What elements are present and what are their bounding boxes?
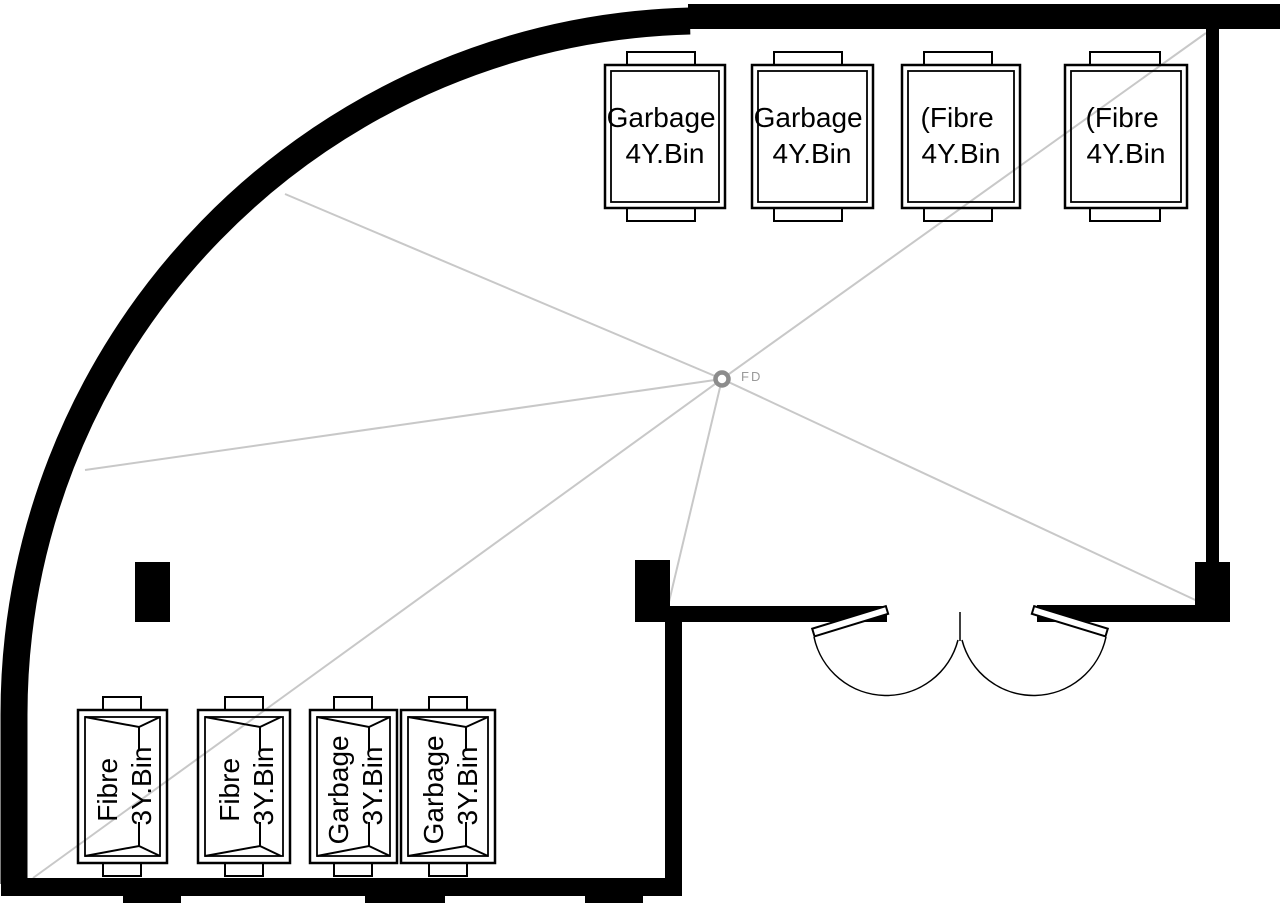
- bin-inner-outline: [610, 70, 720, 203]
- bottom-wall-tab: [585, 896, 643, 903]
- bin-inner-outline: [84, 716, 161, 857]
- door-wall-pilaster: [635, 560, 670, 622]
- bin-inner-outline: [204, 716, 284, 857]
- bin-fibre-3y-2: Fibre 3Y.Bin: [196, 696, 292, 877]
- bin-inner-outline: [757, 70, 868, 203]
- slope-line-lower-left: [32, 378, 723, 879]
- bin-fibre-4y-2: (Fibre 4Y.Bin: [1063, 51, 1189, 222]
- bin-lid-flap: [204, 716, 282, 857]
- bottom-wall-tab: [123, 896, 181, 903]
- slope-line-bottom-right: [721, 378, 1207, 606]
- curved-wall: [0, 7, 691, 884]
- bin-outline: [900, 63, 1022, 210]
- bin-outline: [196, 708, 292, 865]
- door-left-wall: [670, 606, 887, 622]
- double-door: [810, 604, 1110, 697]
- bin-outline: [308, 708, 399, 865]
- bin-outline: [399, 708, 497, 865]
- door-swing-arc-right: [961, 636, 1107, 697]
- bin-label: Fibre 3Y.Bin: [92, 747, 157, 826]
- slope-line-top-right: [721, 32, 1207, 380]
- bin-fibre-3y-1: Fibre 3Y.Bin: [76, 696, 169, 877]
- bin-label: Fibre 3Y.Bin: [214, 747, 279, 826]
- top-wall: [688, 4, 1280, 29]
- bin-label: (Fibre 4Y.Bin: [1086, 102, 1167, 169]
- bin-inner-outline: [1070, 70, 1182, 203]
- bin-inner-outline: [316, 716, 391, 857]
- bin-garbage-3y-2: Garbage 3Y.Bin: [399, 696, 497, 877]
- bin-inner-outline: [407, 716, 489, 857]
- walls: [0, 4, 1280, 903]
- freestanding-column: [135, 562, 170, 622]
- slope-line-bottom: [667, 378, 723, 607]
- bin-lid-flap: [407, 716, 489, 857]
- right-wall: [1206, 29, 1219, 562]
- bin-garbage-4y-1: Garbage 4Y.Bin: [603, 51, 727, 222]
- floor-drain-label: FD: [741, 369, 762, 384]
- bin-label: (Fibre 4Y.Bin: [921, 102, 1002, 169]
- bin-label: Garbage 3Y.Bin: [418, 728, 483, 845]
- bin-lid-flap: [84, 716, 161, 857]
- bin-lid-tab: [333, 862, 373, 877]
- floor-drain: FD: [713, 369, 762, 388]
- bin-inner-outline: [907, 70, 1015, 203]
- door-leaf-right: [1030, 604, 1110, 638]
- drain-slope-lines: [32, 32, 1207, 879]
- bin-lid-tab: [923, 51, 993, 66]
- bin-outline: [76, 708, 169, 865]
- bin-garbage-3y-1: Garbage 3Y.Bin: [308, 696, 399, 877]
- bin-lid-tab: [626, 207, 696, 222]
- door-swing-arc-left: [813, 636, 959, 697]
- bottom-wall-tab: [365, 896, 445, 903]
- bin-outline: [603, 63, 727, 210]
- bin-lid-tab: [102, 862, 142, 877]
- bin-lid-tab: [333, 696, 373, 711]
- slope-line-upper-left: [284, 193, 723, 380]
- floor-drain-symbol: [713, 370, 731, 388]
- bin-lid-tab: [773, 51, 843, 66]
- bin-lid-tab: [1089, 51, 1161, 66]
- door-leaf-left: [810, 604, 890, 638]
- slope-line-left: [84, 378, 723, 471]
- bin-lid-tab: [626, 51, 696, 66]
- bin-label: Garbage 4Y.Bin: [607, 102, 724, 169]
- bin-outline: [1063, 63, 1189, 210]
- bottom-wall: [1, 878, 682, 896]
- bin-fibre-4y-1: (Fibre 4Y.Bin: [900, 51, 1022, 222]
- bin-lid-tab: [428, 862, 468, 877]
- bin-label: Garbage 3Y.Bin: [323, 728, 388, 845]
- bin-lid-tab: [224, 696, 264, 711]
- bin-lid-tab: [102, 696, 142, 711]
- bottom-right-wall: [1037, 605, 1230, 622]
- inner-partition-wall: [665, 622, 682, 888]
- bin-lid-tab: [428, 696, 468, 711]
- bin-lid-tab: [1089, 207, 1161, 222]
- bin-lid-flap: [316, 716, 391, 857]
- bin-garbage-4y-2: Garbage 4Y.Bin: [750, 51, 875, 222]
- bin-label: Garbage 4Y.Bin: [754, 102, 871, 169]
- bin-lid-tab: [773, 207, 843, 222]
- bin-outline: [750, 63, 875, 210]
- bin-lid-tab: [224, 862, 264, 877]
